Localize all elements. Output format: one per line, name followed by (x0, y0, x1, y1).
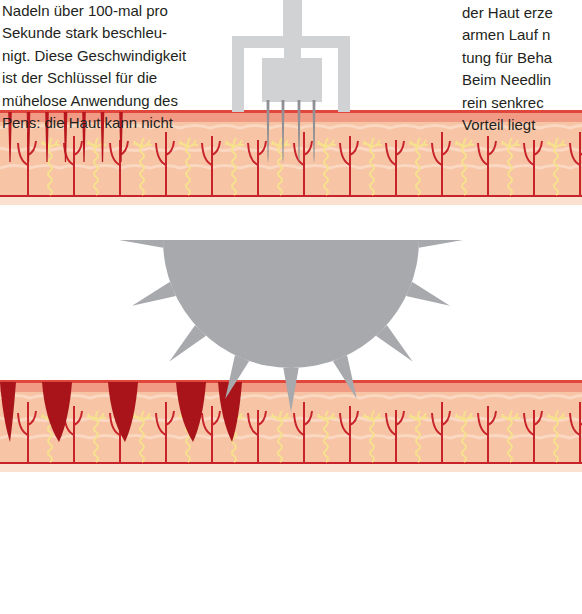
blood-vessel (202, 136, 220, 196)
blood-vessel (248, 410, 266, 463)
roller-spike (283, 368, 298, 412)
wound-channel (0, 382, 16, 442)
blood-vessel (340, 136, 358, 196)
dermaroller (119, 240, 463, 412)
wound-channel (108, 382, 138, 442)
nerve (363, 138, 382, 195)
blood-vessel (110, 140, 128, 196)
blood-vessel (432, 402, 450, 463)
body-text-line: Vorteil liegt (462, 116, 535, 134)
blood-vessel (0, 195, 582, 197)
subcutis (0, 197, 582, 205)
body-text-line: rein senkrec (462, 94, 544, 112)
nerve (87, 411, 106, 462)
blood-vessel (478, 406, 496, 463)
blood-vessel (294, 132, 312, 196)
body-text-line: armen Lauf n (462, 26, 550, 44)
blood-vessel (156, 132, 174, 196)
nerve (547, 411, 566, 462)
nerve (41, 138, 60, 195)
body-text-line: ist der Schlüssel für die (2, 69, 157, 87)
body-text-line: mühelose Anwendung des (2, 92, 178, 110)
blood-vessel (156, 402, 174, 463)
blood-vessel (248, 140, 266, 196)
blood-vessel (18, 402, 36, 463)
pen (232, 0, 350, 112)
nerve (409, 138, 428, 195)
body-text-line: Nadeln über 100-mal pro (2, 2, 168, 20)
blood-vessel (386, 140, 404, 196)
nerve (317, 138, 336, 195)
blood-vessel (432, 132, 450, 196)
blood-vessel (64, 136, 82, 196)
subcutis (0, 464, 582, 472)
roller-spike (406, 282, 450, 306)
blood-vessel (524, 410, 542, 463)
nerve (363, 411, 382, 462)
blood-vessel (386, 410, 404, 463)
body-text-line: der Haut erze (462, 4, 553, 22)
body-text-line: tung für Beha (462, 49, 552, 67)
nerve (455, 138, 474, 195)
roller-spike (119, 240, 163, 248)
roller-wounds (0, 382, 242, 442)
needle (313, 100, 316, 163)
blood-vessel (0, 462, 582, 464)
dermis (0, 110, 582, 205)
nerve (547, 138, 566, 195)
blood-vessel (340, 406, 358, 463)
body-text-line: Sekunde stark beschleu- (2, 24, 167, 42)
needle (267, 100, 270, 163)
blood-vessel (18, 132, 36, 196)
roller-spike (333, 355, 357, 399)
nerve (271, 411, 290, 462)
roller-spike (225, 355, 249, 399)
blood-vessel (524, 140, 542, 196)
blood-vessel (294, 402, 312, 463)
illustration-stroke (0, 166, 582, 169)
illustration-stroke (0, 436, 582, 439)
blood-vessel (570, 402, 582, 463)
nerve (133, 138, 152, 195)
roller-drum (163, 240, 419, 368)
nerve (501, 411, 520, 462)
body-text-line: nigt. Diese Geschwindigkeit (2, 47, 186, 65)
nerve (133, 411, 152, 462)
roller-spike (132, 282, 176, 306)
body-text-line: Pens: die Haut kann nicht (2, 114, 173, 132)
blood-vessel (202, 406, 220, 463)
roller-spike (419, 240, 463, 248)
nerve (271, 138, 290, 195)
nerve (225, 138, 244, 195)
nerve (501, 138, 520, 195)
skin-layer (0, 110, 582, 205)
blood-vessel (570, 132, 582, 196)
wound-channel (42, 382, 72, 442)
nerve (179, 138, 198, 195)
needle (298, 100, 301, 163)
body-text-line: Beim Needlin (462, 71, 551, 89)
blood-vessel (478, 136, 496, 196)
nerve (317, 411, 336, 462)
pen-needles (267, 100, 316, 163)
needle (282, 100, 285, 163)
wound-channel (176, 382, 206, 442)
nerve (455, 411, 474, 462)
nerve (409, 411, 428, 462)
